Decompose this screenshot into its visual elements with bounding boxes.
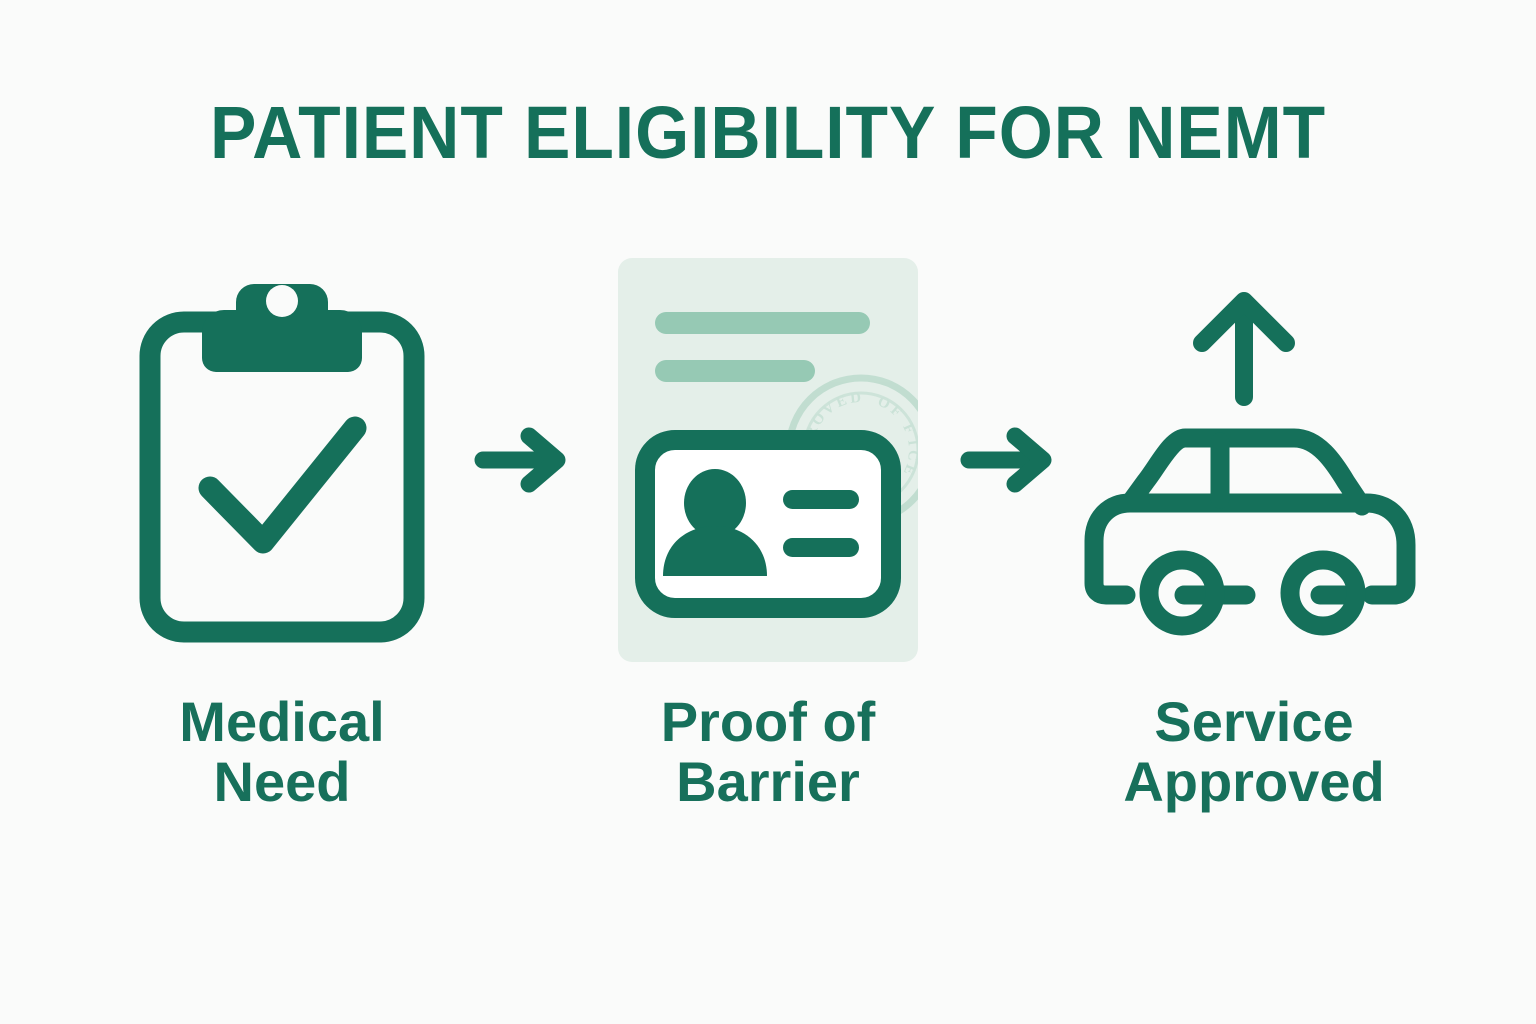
connector-arrow-2-wrap <box>948 250 1074 670</box>
arrow-right-icon <box>474 427 566 493</box>
car-arrow-up-icon-wrap <box>1074 250 1434 670</box>
arrow-right-icon <box>960 427 1052 493</box>
car-arrow-up-icon <box>1084 292 1416 636</box>
svg-text:D: D <box>849 390 862 407</box>
connector-arrow-1-wrap <box>462 250 588 670</box>
id-card-icon <box>635 430 901 618</box>
eligibility-flow: Medical Need <box>0 250 1536 890</box>
id-card-line-2 <box>783 538 859 557</box>
step-proof-of-barrier[interactable]: A P P R O V E D O F F I <box>588 250 948 813</box>
id-card-document-icon-wrap: A P P R O V E D O F F I <box>588 250 948 670</box>
step-label-medical-need: Medical Need <box>179 690 385 814</box>
document-text-line-2 <box>655 360 815 382</box>
svg-text:I: I <box>904 439 921 447</box>
id-card-document-icon: A P P R O V E D O F F I <box>618 258 921 662</box>
id-card-line-1 <box>783 490 859 509</box>
avatar-head <box>684 469 746 537</box>
step-label-service-approved: Service Approved <box>1123 690 1385 814</box>
document-text-line-1 <box>655 312 870 334</box>
step-service-approved[interactable]: Service Approved <box>1074 250 1434 813</box>
clipboard-check-icon <box>139 284 425 643</box>
arrow-up-icon <box>1193 292 1295 406</box>
clipboard-check-icon-wrap <box>102 250 462 670</box>
step-medical-need[interactable]: Medical Need <box>102 250 462 813</box>
svg-text:C: C <box>904 449 921 461</box>
car-icon <box>1084 428 1416 636</box>
page-title: PATIENT ELIGIBILITY FOR NEMT <box>209 91 1327 174</box>
step-label-proof-of-barrier: Proof of Barrier <box>660 690 876 814</box>
avatar-body <box>663 526 767 576</box>
